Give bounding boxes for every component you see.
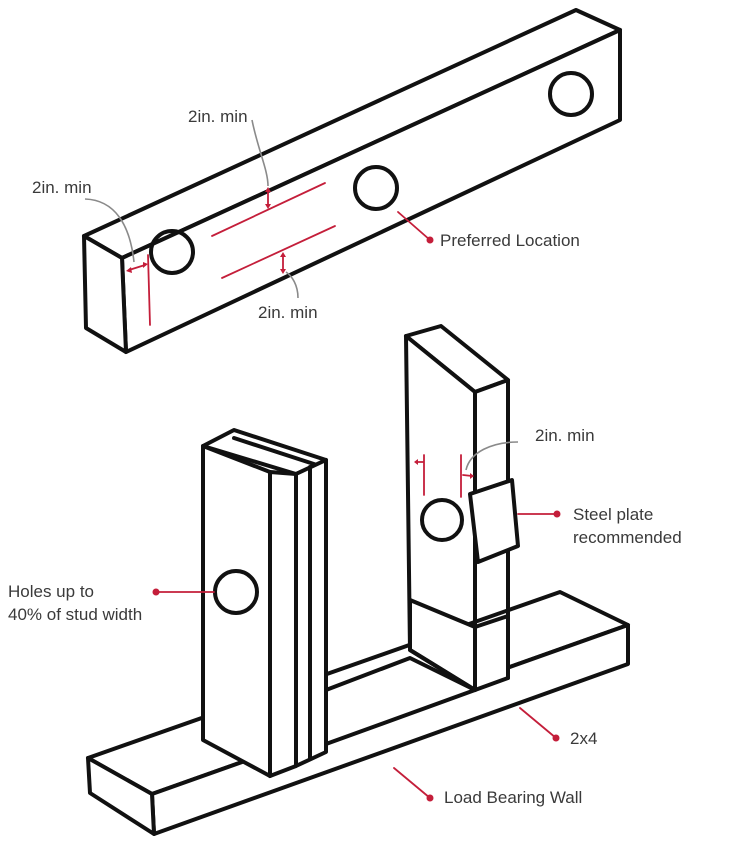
label-load-bearing: Load Bearing Wall — [444, 788, 582, 807]
label-holes-1: Holes up to — [8, 582, 94, 601]
joist-clearance-marks — [126, 182, 336, 326]
stud-clearance-marks — [414, 454, 474, 498]
right-stud-hole — [420, 498, 464, 542]
joist-beam — [82, 8, 622, 354]
arrow-head — [143, 262, 148, 268]
leader-min-left — [84, 198, 135, 263]
label-steel-plate-1: Steel plate — [573, 505, 653, 524]
left-stud-edge — [268, 470, 298, 778]
leader-preferred — [397, 211, 431, 241]
arrow-head — [280, 252, 286, 257]
arrow-head — [414, 459, 418, 465]
leader-dot — [552, 734, 560, 742]
leader-dot — [553, 510, 561, 518]
joist-hole-center — [353, 165, 399, 211]
left-stud — [201, 428, 328, 778]
label-min-left: 2in. min — [32, 178, 92, 197]
arrow-head — [265, 204, 271, 209]
end-clearance-line — [147, 254, 151, 326]
leader-dot — [152, 588, 160, 596]
label-min-bottom: 2in. min — [258, 303, 318, 322]
left-stud-hole — [213, 569, 259, 615]
arrow-head — [265, 187, 271, 192]
leader-load-bearing — [393, 767, 431, 799]
lower-clearance-line — [221, 225, 336, 279]
leader-min-stud — [465, 441, 519, 471]
arrow-head — [280, 269, 286, 274]
arrow-head — [470, 473, 474, 479]
end-dim-arrow — [128, 264, 146, 271]
leader-dot — [426, 236, 434, 244]
arrow-head — [126, 267, 132, 273]
steel-plate — [468, 478, 520, 564]
joist-hole-right — [548, 71, 594, 117]
plate-end-face — [86, 756, 156, 836]
leader-min-top — [251, 119, 269, 187]
label-preferred-location: Preferred Location — [440, 231, 580, 250]
label-min-stud: 2in. min — [535, 426, 595, 445]
label-holes-2: 40% of stud width — [8, 605, 142, 624]
label-min-top: 2in. min — [188, 107, 248, 126]
leader-min-bottom — [285, 271, 299, 299]
leader-2x4 — [519, 707, 557, 739]
joist-end-face — [82, 234, 128, 354]
label-steel-plate-2: recommended — [573, 528, 682, 547]
joist-hole-left — [149, 229, 195, 275]
left-stud-top-split — [232, 436, 322, 468]
label-2x4: 2x4 — [570, 729, 597, 748]
right-stud-base-edge — [408, 598, 477, 692]
leader-dot — [426, 794, 434, 802]
wall-assembly — [86, 324, 630, 836]
upper-clearance-line — [211, 182, 326, 237]
